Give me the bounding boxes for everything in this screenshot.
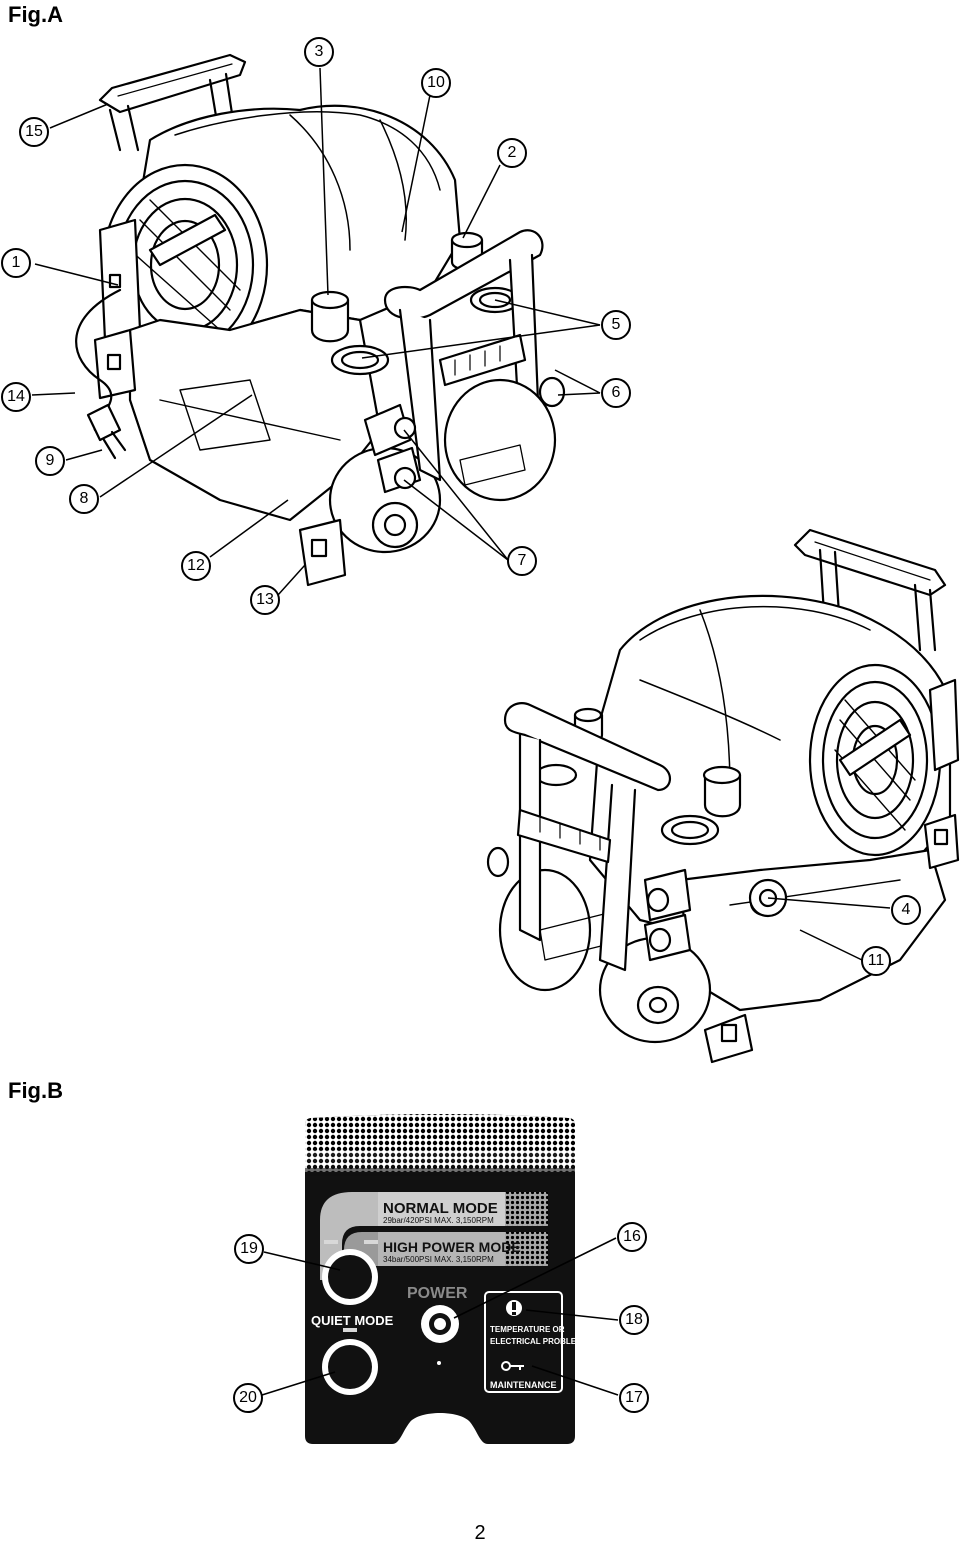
power-label: POWER <box>407 1285 468 1302</box>
callout-4: 4 <box>891 895 921 925</box>
callout-20: 20 <box>233 1383 263 1413</box>
high-power-mode-spec: 34bar/500PSI MAX. 3,150RPM <box>383 1255 494 1264</box>
quiet-mode-label: QUIET MODE <box>311 1313 394 1328</box>
fig-b-title: Fig.B <box>8 1078 63 1103</box>
temperature-label-2: ELECTRICAL PROBLEM <box>490 1337 583 1346</box>
page-number: 2 <box>474 1522 486 1544</box>
callout-6: 6 <box>601 378 631 408</box>
callout-10: 10 <box>421 68 451 98</box>
callout-12: 12 <box>181 551 211 581</box>
callout-19: 19 <box>234 1234 264 1264</box>
callout-13: 13 <box>250 585 280 615</box>
high-power-mode-label: HIGH POWER MODE <box>383 1239 521 1255</box>
callout-11: 11 <box>861 946 891 976</box>
fig-a-title: Fig.A <box>8 2 63 27</box>
callout-14: 14 <box>1 382 31 412</box>
callout-15: 15 <box>19 117 49 147</box>
callout-7: 7 <box>507 546 537 576</box>
callout-17: 17 <box>619 1383 649 1413</box>
maintenance-label: MAINTENANCE <box>490 1380 557 1390</box>
callout-18: 18 <box>619 1305 649 1335</box>
callout-16: 16 <box>617 1222 647 1252</box>
callout-8: 8 <box>69 484 99 514</box>
callout-1: 1 <box>1 248 31 278</box>
callout-3: 3 <box>304 37 334 67</box>
callout-9: 9 <box>35 446 65 476</box>
callout-5: 5 <box>601 310 631 340</box>
temperature-label-1: TEMPERATURE OR <box>490 1325 565 1334</box>
normal-mode-spec: 29bar/420PSI MAX. 3,150RPM <box>383 1216 494 1225</box>
callout-2: 2 <box>497 138 527 168</box>
normal-mode-label: NORMAL MODE <box>383 1200 498 1217</box>
